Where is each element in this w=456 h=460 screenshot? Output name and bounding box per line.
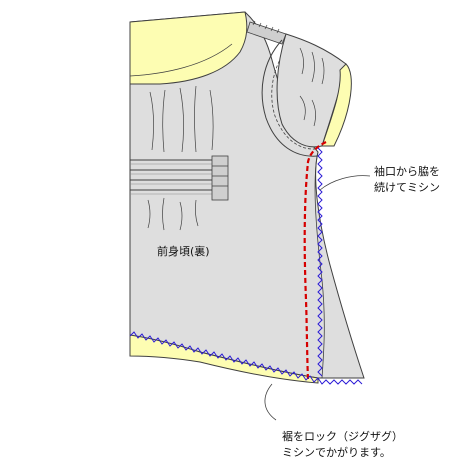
shoulder-seam [246, 21, 287, 45]
hem-note-leader [264, 383, 277, 421]
armhole-seam-inner [271, 43, 317, 150]
hem-note-line2: ミシンでかがります。 [282, 445, 391, 459]
front-body-label: 前身頃(裏) [157, 244, 210, 258]
sleeve-cuff-binding [321, 63, 352, 147]
smocking-lines-lower [130, 163, 212, 195]
gather-folds-upper [149, 85, 214, 153]
gather-folds-lower [147, 197, 199, 231]
armhole-seam [261, 39, 319, 157]
sleeve-note-line1: 袖口から脇を [374, 164, 440, 178]
smocking-lines [130, 159, 212, 191]
neck-facing [129, 11, 248, 85]
neck-inner-edge [129, 43, 233, 77]
hem-note-line1: 裾をロック（ジグザグ） [282, 429, 403, 443]
sleeve-gathers [299, 47, 325, 127]
hem-zigzag [129, 331, 363, 385]
side-zigzag [317, 147, 323, 377]
stitch-line [303, 141, 327, 381]
sleeve-note-leader [319, 175, 371, 191]
shoulder-seam-ticks [252, 20, 280, 34]
smocking-tab [211, 155, 229, 201]
smocking-tab-lines [212, 165, 228, 187]
sleeve-note-line2: 続けてミシン [374, 180, 440, 194]
